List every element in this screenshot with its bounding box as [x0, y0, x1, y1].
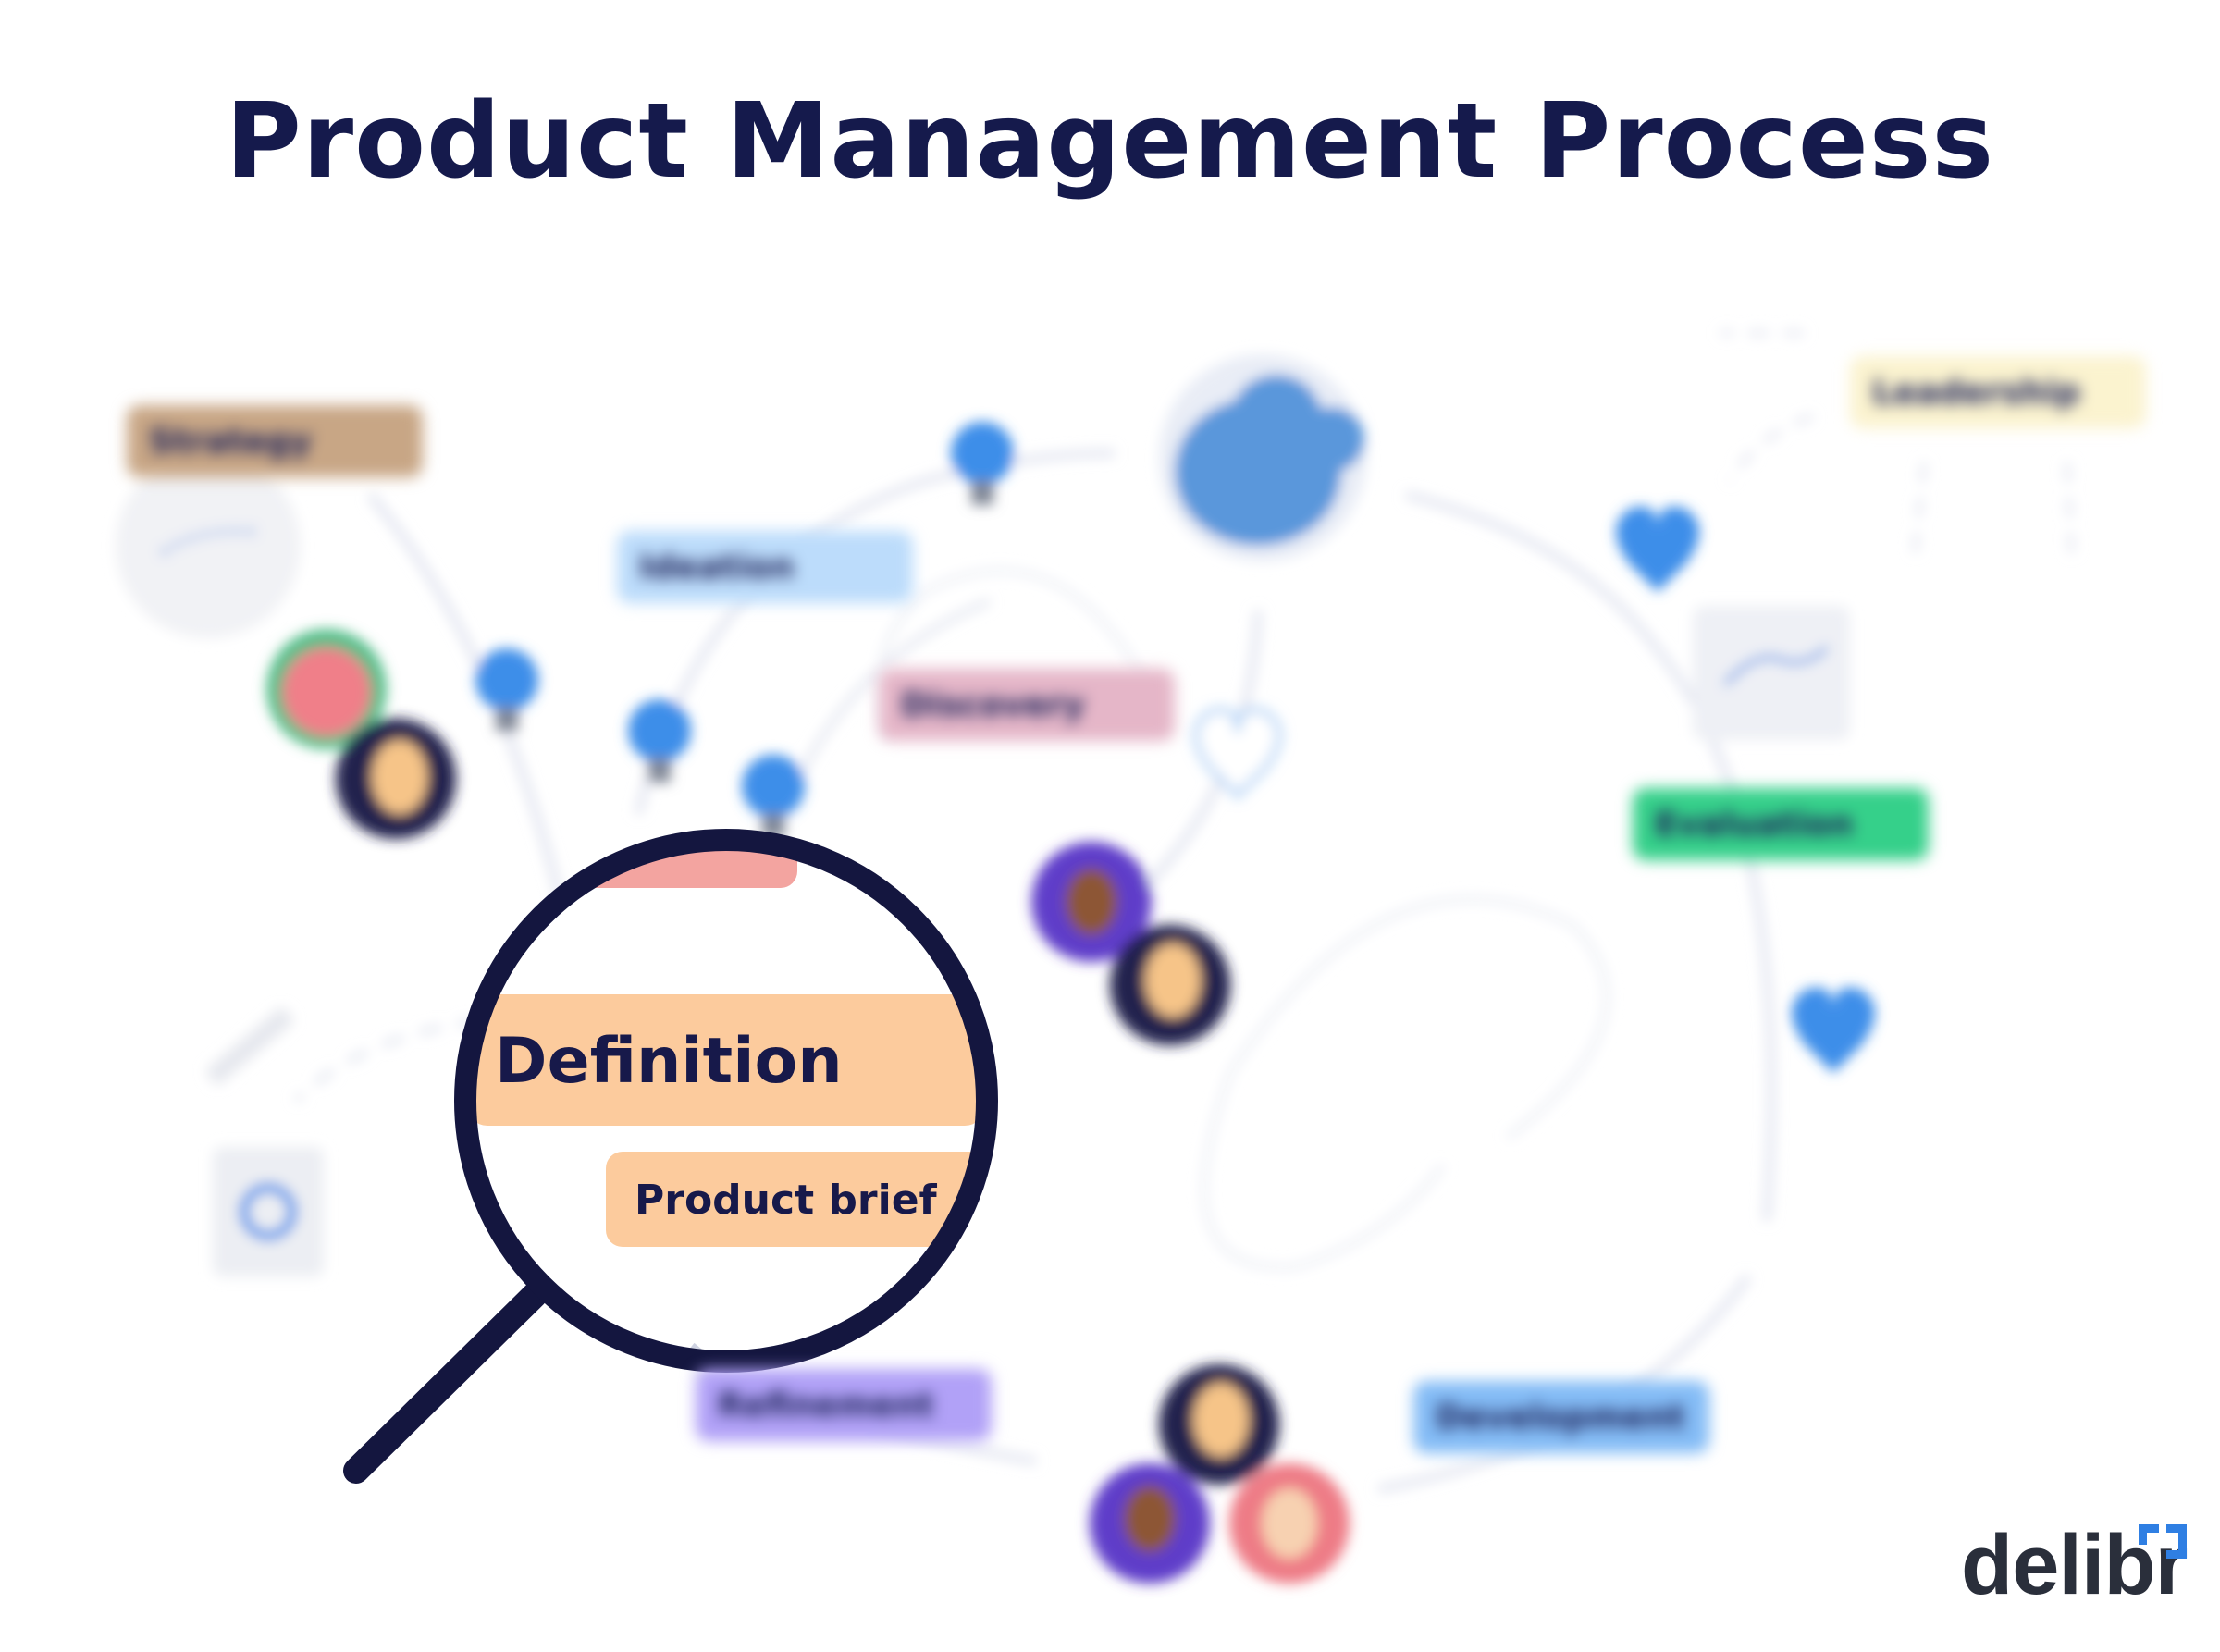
- flow-line: [1726, 413, 1815, 483]
- magnifier-ring: [454, 829, 998, 1373]
- flow-line: [293, 1014, 519, 1103]
- flow-line: [1227, 895, 1610, 1140]
- flow-line: [366, 492, 568, 917]
- strategy-bubble: [116, 453, 301, 638]
- magnifier-handle: [343, 1282, 548, 1484]
- stage-label: Ideation: [639, 548, 795, 586]
- heart-icon: [1193, 506, 1875, 1073]
- avatar: [266, 629, 1350, 1584]
- stage-tag-discovery: Discovery: [879, 669, 1175, 741]
- team-icon: [1230, 375, 1323, 467]
- stage-tag-strategy: Strategy: [127, 405, 423, 477]
- flow-line: [1911, 462, 1928, 556]
- recycle-bin-icon: [213, 1147, 324, 1276]
- flow-line: [2064, 462, 2076, 565]
- evaluation-chart-card: [1693, 606, 1850, 740]
- page-title: Product Management Process: [225, 81, 1995, 202]
- team-icon: [1300, 407, 1364, 472]
- flow-line: [1405, 491, 1775, 1222]
- flow-line: [1201, 1071, 1446, 1271]
- stage-tag-leadership: Leadership: [1850, 356, 2146, 428]
- stage-label: Leadership: [1872, 373, 2080, 412]
- chart-line-icon: [160, 528, 255, 556]
- stage-label: Evaluation: [1655, 805, 1854, 844]
- stage-tag-ideation: Ideation: [617, 531, 913, 603]
- delibr-logo: delibr: [1961, 1518, 2188, 1612]
- lightbulb-icon: [475, 422, 1014, 838]
- delibr-logo-mark: [2139, 1524, 2187, 1559]
- lens-definition-tag: [467, 994, 985, 1126]
- lens-product-brief-tag: [606, 1152, 985, 1247]
- definition-label: Definition: [495, 1025, 843, 1098]
- recycle-bin-lid: [206, 1007, 293, 1085]
- product-brief-label: Product brief: [635, 1177, 937, 1224]
- stage-label: Strategy: [149, 422, 313, 461]
- stage-tag-development: Development: [1413, 1381, 1709, 1453]
- chart-line-icon: [1723, 646, 1829, 686]
- stage-label: Refinement: [718, 1386, 934, 1424]
- stage-label: Development: [1436, 1398, 1685, 1436]
- flow-line: [635, 450, 1116, 815]
- recycle-icon: [240, 1183, 297, 1240]
- stage-tag-evaluation: Evaluation: [1633, 788, 1929, 860]
- stage-label: Discovery: [901, 685, 1085, 724]
- stage-tag-refinement: Refinement: [696, 1369, 992, 1441]
